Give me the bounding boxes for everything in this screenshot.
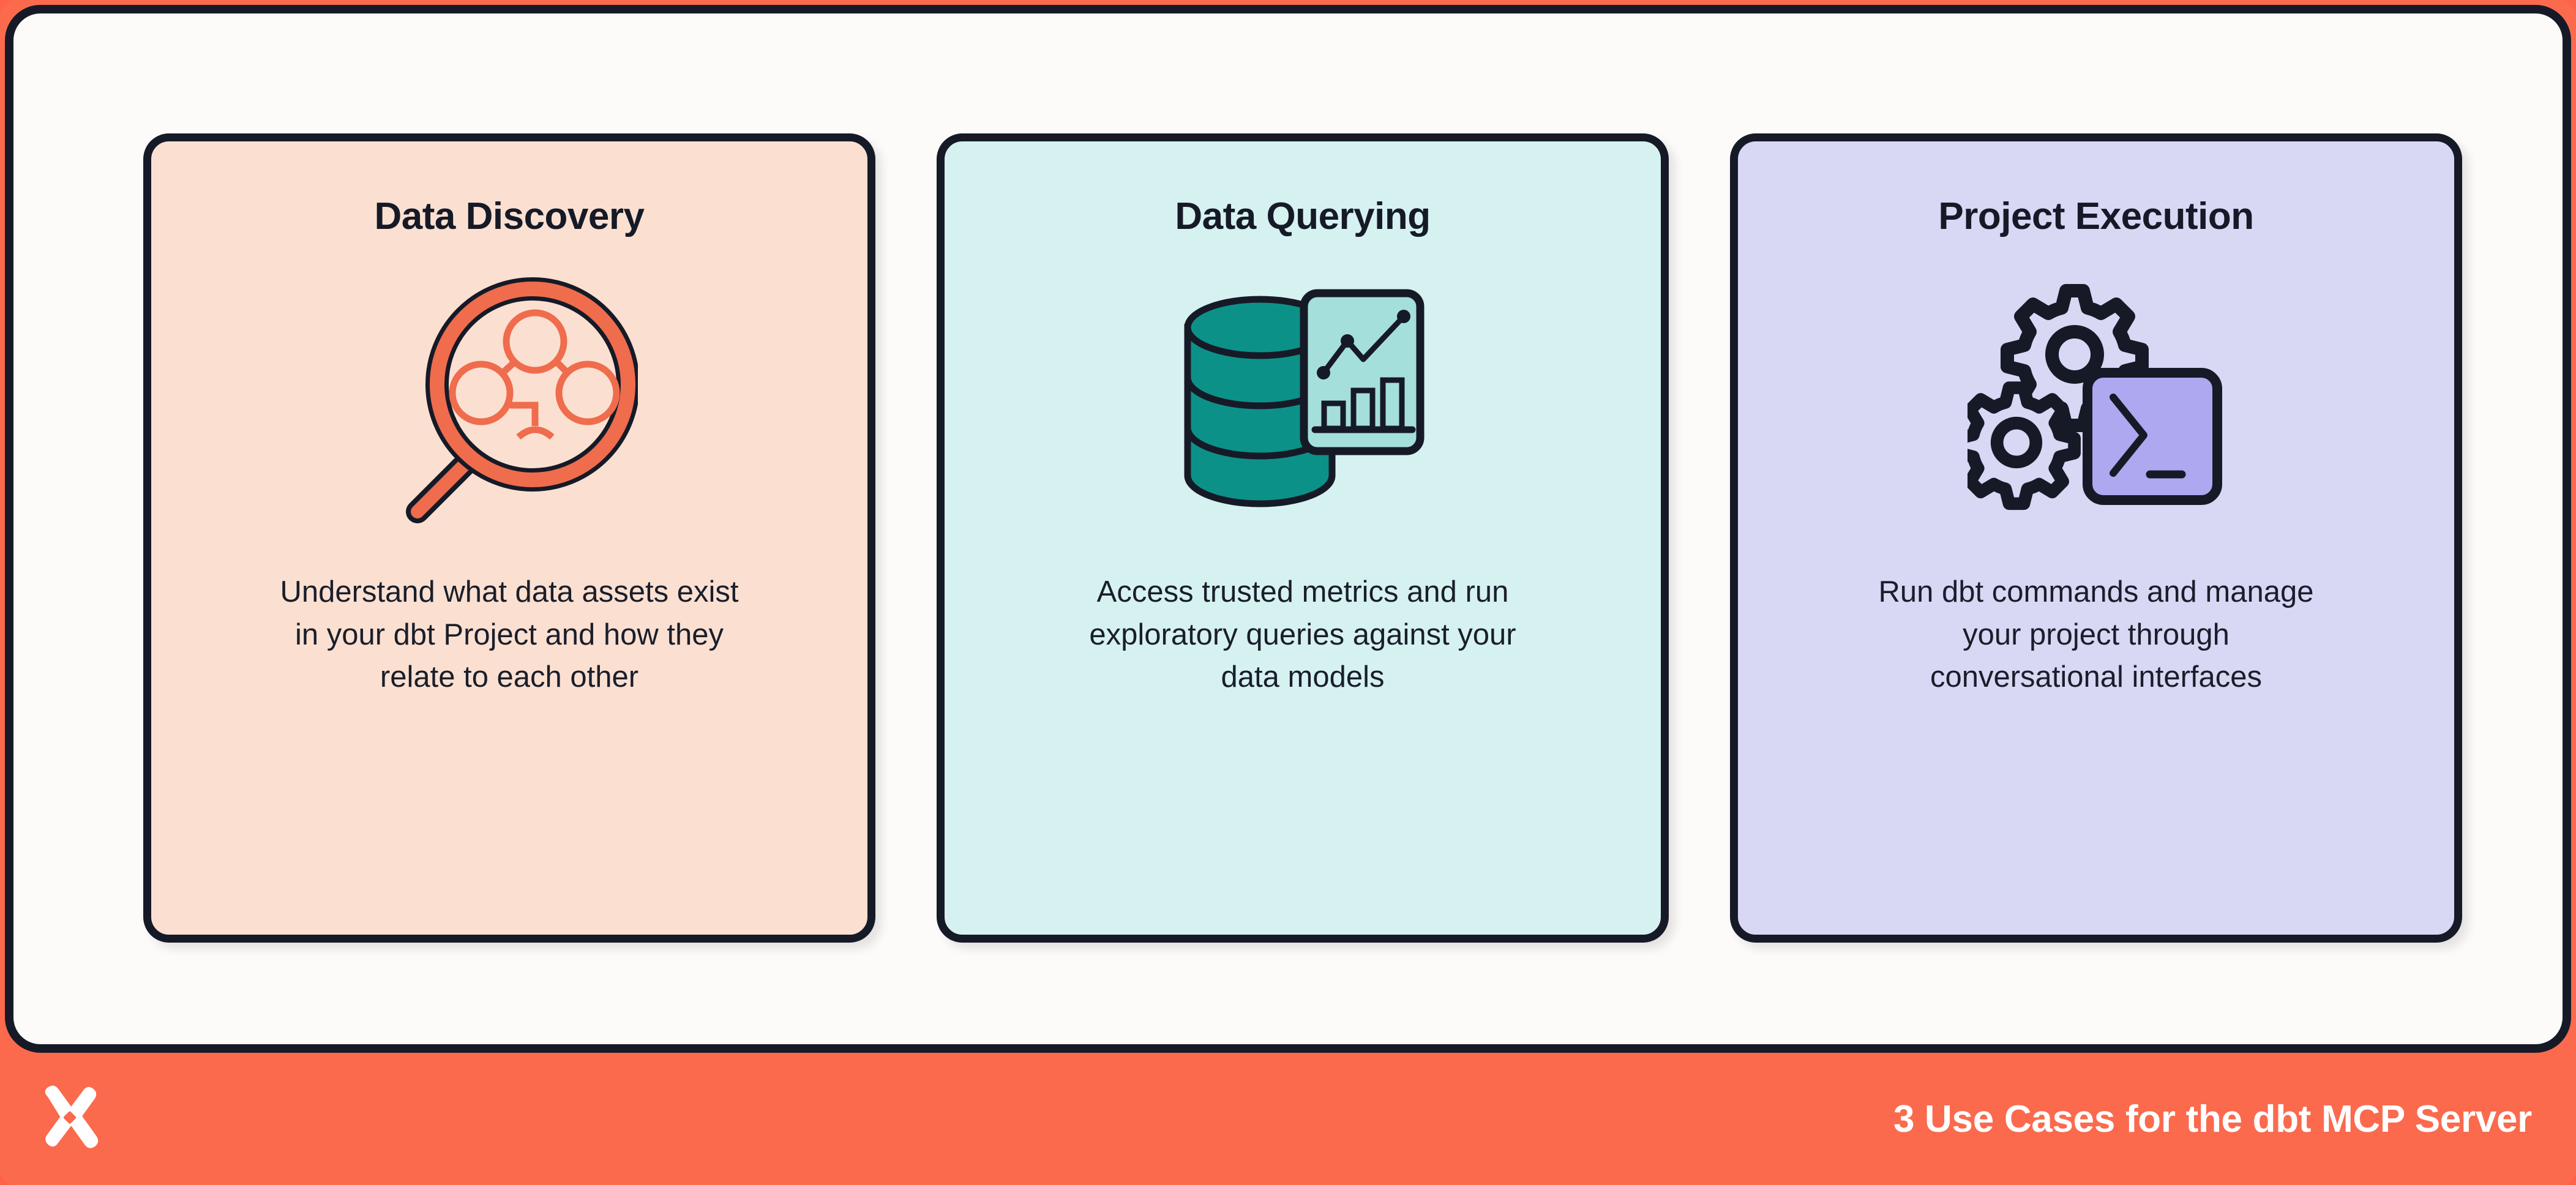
- magnifying-glass-lineage-icon: [151, 264, 867, 545]
- content-panel: Data Discovery: [5, 5, 2571, 1053]
- card-data-discovery[interactable]: Data Discovery: [143, 133, 875, 943]
- database-analytics-chart-icon: [945, 264, 1661, 545]
- footer-bar: 3 Use Cases for the dbt MCP Server: [0, 1053, 2576, 1185]
- dbt-logo: [36, 1085, 104, 1153]
- card-body: Understand what data assets exist in you…: [280, 575, 739, 694]
- gear-icon: [1968, 381, 2081, 510]
- card-title: Project Execution: [1938, 195, 2254, 237]
- card-title: Data Querying: [1175, 195, 1431, 237]
- footer-caption: 3 Use Cases for the dbt MCP Server: [1893, 1097, 2532, 1140]
- card-body: Run dbt commands and manage your project…: [1878, 575, 2314, 694]
- card-row: Data Discovery: [143, 133, 2462, 943]
- card-title: Data Discovery: [374, 195, 645, 237]
- gears-terminal-icon: [1738, 264, 2454, 545]
- card-project-execution[interactable]: Project Execution: [1730, 133, 2462, 943]
- card-data-querying[interactable]: Data Querying: [937, 133, 1669, 943]
- card-body: Access trusted metrics and run explorato…: [1089, 575, 1516, 694]
